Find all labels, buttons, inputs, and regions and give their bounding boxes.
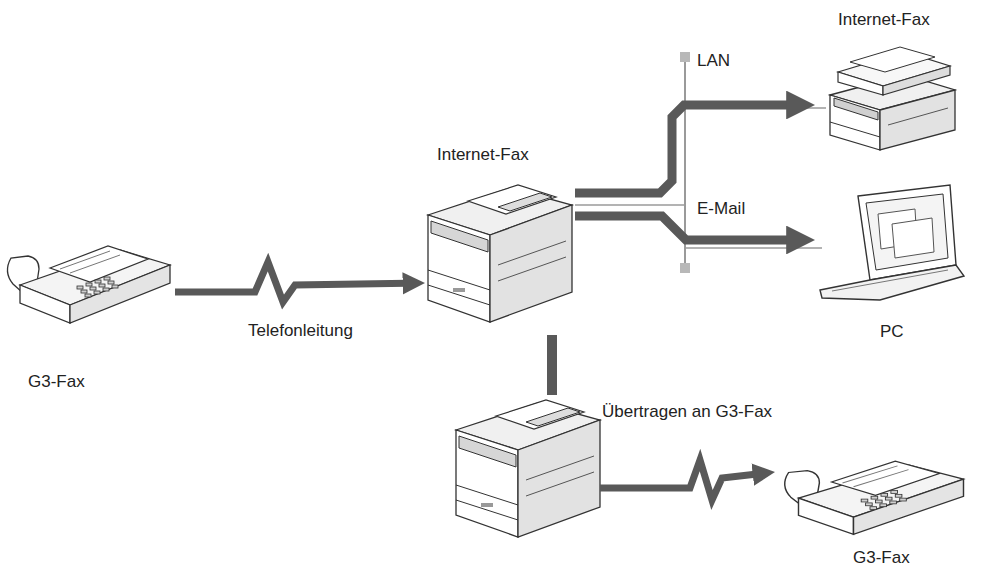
- flow-arrow: [575, 105, 792, 193]
- network-label: E-Mail: [697, 199, 745, 219]
- device-label: Internet-Fax: [838, 10, 930, 30]
- flow-arrow: [175, 262, 407, 302]
- device-label: Internet-Fax: [437, 145, 529, 165]
- device-node: PC: [815, 185, 970, 345]
- lan-bus: [575, 52, 826, 273]
- fax-drawing: [456, 400, 600, 537]
- device-node: Internet-Fax: [815, 5, 965, 155]
- flow-arrow: [600, 460, 757, 500]
- device-label: G3-Fax: [28, 372, 85, 392]
- device-node: Internet-Fax: [425, 140, 575, 335]
- link-bar: [547, 335, 557, 395]
- color-mfp-drawing: [830, 47, 955, 150]
- edge-label: Telefonleitung: [248, 321, 353, 341]
- internet-fax-drawing: [428, 185, 572, 322]
- g3-fax-drawing: [7, 246, 170, 323]
- device-node: Übertragen an G3-Fax: [450, 395, 600, 545]
- device-node: G3-Fax: [775, 440, 970, 568]
- device-label: PC: [880, 322, 904, 342]
- laptop-drawing: [820, 185, 964, 300]
- g3-fax-drawing: [785, 461, 964, 534]
- network-label: LAN: [697, 51, 730, 71]
- flow-arrow: [575, 216, 792, 240]
- device-label: Übertragen an G3-Fax: [602, 402, 772, 422]
- device-node: G3-Fax: [0, 222, 175, 397]
- device-label: G3-Fax: [853, 548, 910, 568]
